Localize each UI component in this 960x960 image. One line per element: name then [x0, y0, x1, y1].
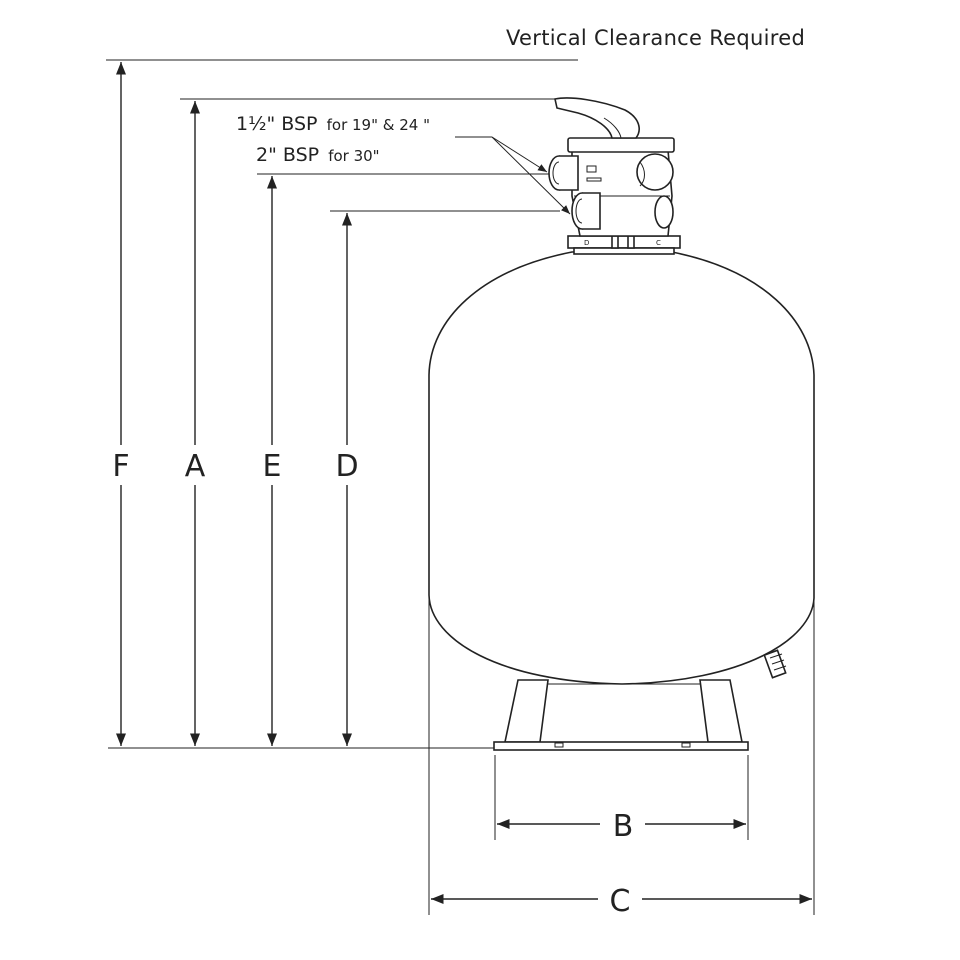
- stand-base-plate: [493, 741, 749, 751]
- port-small-detail: for 19" & 24 ": [327, 116, 430, 134]
- dim-label-E: E: [263, 449, 282, 484]
- dim-label-A: A: [185, 449, 206, 484]
- dim-label-B: B: [613, 809, 634, 844]
- leader-arrow-upper-port: [491, 136, 548, 173]
- handle-grip-line: [603, 117, 622, 139]
- valve-ports: [548, 153, 674, 230]
- flange-clip-1: [611, 235, 619, 249]
- port-annotation-large: 2" BSP for 30": [256, 144, 380, 166]
- drain-thread-1: [769, 653, 783, 659]
- front-right-port: [636, 153, 674, 191]
- filter-tank: [428, 251, 815, 685]
- upper-left-port-neck: [559, 155, 579, 191]
- port-large-detail: for 30": [328, 147, 379, 165]
- port-annotations: 1½" BSP for 19" & 24 " 2" BSP for 30": [236, 113, 571, 215]
- drain-plug-body: [763, 649, 787, 679]
- valve-top-cap: [567, 137, 675, 153]
- dim-label-D: D: [335, 449, 358, 484]
- port-annotation-small: 1½" BSP for 19" & 24 ": [236, 113, 430, 135]
- valve-collar: [573, 247, 675, 255]
- valve-label-left: D: [584, 239, 589, 247]
- valve-badge-icon: [586, 165, 597, 173]
- filter-stand: [493, 679, 749, 751]
- base-slot-right: [681, 742, 691, 748]
- horizontal-dimensions: B C: [428, 590, 815, 919]
- port-large-main: 2" BSP: [256, 144, 319, 166]
- stand-leg-right: [699, 679, 743, 743]
- stand-leg-left: [504, 679, 549, 743]
- valve-label-right: C: [656, 239, 661, 247]
- leader-arrow-lower-port: [491, 136, 571, 215]
- dim-label-F: F: [112, 449, 129, 484]
- lower-right-port: [654, 195, 674, 229]
- vertical-dimensions: F A E D: [112, 61, 359, 746]
- drain-plug: [763, 649, 787, 679]
- drain-thread-3: [773, 665, 787, 671]
- reference-lines: [106, 59, 578, 749]
- flange-clip-2: [627, 235, 635, 249]
- port-small-main: 1½" BSP: [236, 113, 318, 135]
- vertical-clearance-title: Vertical Clearance Required: [506, 26, 805, 50]
- valve-logo-plate: [586, 177, 602, 182]
- valve-handle: [554, 97, 640, 139]
- drain-thread-2: [771, 659, 785, 665]
- sand-filter: D C: [428, 97, 815, 751]
- front-right-port-edge: [639, 161, 645, 187]
- lower-left-port-neck: [582, 192, 601, 230]
- dim-label-C: C: [610, 884, 631, 919]
- base-slot-left: [554, 742, 564, 748]
